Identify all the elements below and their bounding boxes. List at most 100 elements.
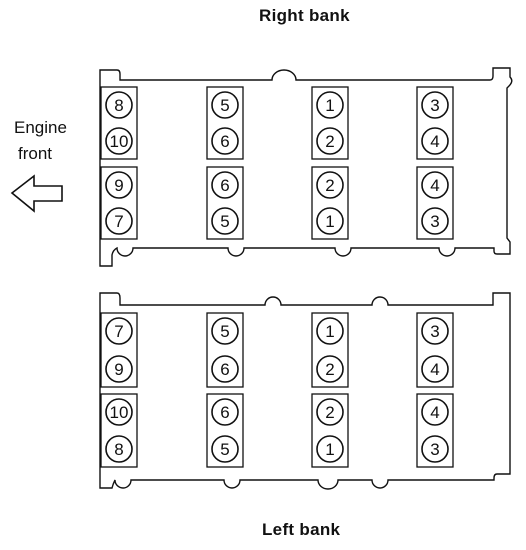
left-bank-bolt-pair-frame — [206, 312, 244, 388]
bolt-circle — [211, 398, 239, 426]
bolt-sequence-number: 1 — [325, 96, 334, 115]
right-bank-bolt: 4 — [421, 127, 449, 155]
right-bank-bolt-pair-frame — [100, 166, 138, 240]
left-bank-bolt: 9 — [105, 355, 133, 383]
right-bank-bolt: 1 — [316, 207, 344, 235]
engine-front-label-line1: Engine — [14, 118, 67, 137]
bolt-sequence-number: 1 — [325, 440, 334, 459]
bolt-sequence-number: 9 — [114, 360, 123, 379]
bolt-circle — [421, 171, 449, 199]
bolt-circle — [421, 91, 449, 119]
right-bank-bolt: 2 — [316, 127, 344, 155]
left-bank-bolt-pair-frame — [416, 393, 454, 468]
bolt-sequence-number: 10 — [110, 403, 129, 422]
bolt-circle — [105, 435, 133, 463]
left-bank-bolt: 3 — [421, 317, 449, 345]
left-bank-bolt-pair-frame — [311, 393, 349, 468]
bolt-sequence-number: 4 — [430, 132, 439, 151]
engine-front-label-line2: front — [18, 144, 53, 163]
bolt-sequence-number: 6 — [220, 403, 229, 422]
left-bank-bolt: 6 — [211, 355, 239, 383]
right-bank-bolt-pair-frame — [206, 86, 244, 160]
bolt-sequence-number: 5 — [220, 322, 229, 341]
bolt-sequence-number: 6 — [220, 176, 229, 195]
right-bank-bolt-pair-frame — [311, 166, 349, 240]
bolt-sequence-number: 3 — [430, 322, 439, 341]
bolt-sequence-number: 2 — [325, 403, 334, 422]
right-bank-bolt: 9 — [105, 171, 133, 199]
bolt-circle — [421, 127, 449, 155]
bolt-circle — [316, 398, 344, 426]
right-bank-bolt: 2 — [316, 171, 344, 199]
left-bank-bolt: 2 — [316, 355, 344, 383]
right-bank-bolt: 5 — [211, 207, 239, 235]
left-bank-bolt-pair-frame — [311, 312, 349, 388]
bolt-sequence-number: 5 — [220, 96, 229, 115]
bolt-circle — [316, 317, 344, 345]
right-bank-bolt-pair-frame — [416, 166, 454, 240]
right-bank-bolt-pair-frame — [100, 86, 138, 160]
bolt-circle — [421, 398, 449, 426]
right-bank-bolt: 1 — [316, 91, 344, 119]
right-bank-bolt: 3 — [421, 91, 449, 119]
left-bank-bolt: 5 — [211, 317, 239, 345]
right-bank-bolt-pair-frame — [416, 86, 454, 160]
right-bank-bolt: 7 — [105, 207, 133, 235]
left-bank-bolt-pair-frame — [416, 312, 454, 388]
left-bank-bolt: 6 — [211, 398, 239, 426]
bolt-sequence-number: 8 — [114, 96, 123, 115]
bolt-circle — [105, 171, 133, 199]
bolt-sequence-number: 5 — [220, 212, 229, 231]
bolt-circle — [211, 91, 239, 119]
right-bank-bolt: 6 — [211, 171, 239, 199]
bolt-circle — [316, 207, 344, 235]
bolt-sequence-number: 10 — [110, 132, 129, 151]
left-bank-bolt: 1 — [316, 317, 344, 345]
bolt-circle — [211, 355, 239, 383]
bolt-circle — [211, 317, 239, 345]
bolt-sequence-number: 6 — [220, 132, 229, 151]
bolt-circle — [105, 317, 133, 345]
bolt-circle — [105, 127, 133, 155]
bolt-circle — [316, 127, 344, 155]
bolt-circle — [211, 171, 239, 199]
bolt-sequence-number: 3 — [430, 212, 439, 231]
bolt-sequence-number: 4 — [430, 403, 439, 422]
left-bank-bolt: 1 — [316, 435, 344, 463]
bolt-circle — [316, 171, 344, 199]
bolt-circle — [211, 207, 239, 235]
bolt-circle — [105, 355, 133, 383]
right-bank-bolt-pair-frame — [311, 86, 349, 160]
bolt-circle — [421, 355, 449, 383]
left-bank-bolt: 4 — [421, 398, 449, 426]
bolt-sequence-number: 5 — [220, 440, 229, 459]
bolt-circle — [316, 355, 344, 383]
bolt-sequence-number: 6 — [220, 360, 229, 379]
bolt-sequence-number: 8 — [114, 440, 123, 459]
left-bank-head-outline — [99, 292, 511, 490]
left-bank-bolt: 4 — [421, 355, 449, 383]
bolt-circle — [105, 91, 133, 119]
left-bank-bolt: 2 — [316, 398, 344, 426]
bolt-circle — [421, 207, 449, 235]
bolt-circle — [421, 317, 449, 345]
bolt-sequence-number: 3 — [430, 440, 439, 459]
left-bank-bolt-pair-frame — [100, 312, 138, 388]
left-arrow-icon — [10, 174, 63, 213]
bolt-circle — [211, 435, 239, 463]
left-bank-bolt: 8 — [105, 435, 133, 463]
right-bank-bolt: 10 — [105, 127, 133, 155]
right-bank-bolt: 8 — [105, 91, 133, 119]
bolt-circle — [105, 398, 133, 426]
right-bank-bolt-pair-frame — [206, 166, 244, 240]
bolt-circle — [211, 127, 239, 155]
right-bank-bolt: 6 — [211, 127, 239, 155]
left-bank-bolt: 5 — [211, 435, 239, 463]
left-bank-bolt: 7 — [105, 317, 133, 345]
bolt-sequence-number: 1 — [325, 212, 334, 231]
left-bank-bolt-pair-frame — [100, 393, 138, 468]
left-bank-bolt: 3 — [421, 435, 449, 463]
right-bank-bolt: 3 — [421, 207, 449, 235]
bolt-sequence-number: 1 — [325, 322, 334, 341]
